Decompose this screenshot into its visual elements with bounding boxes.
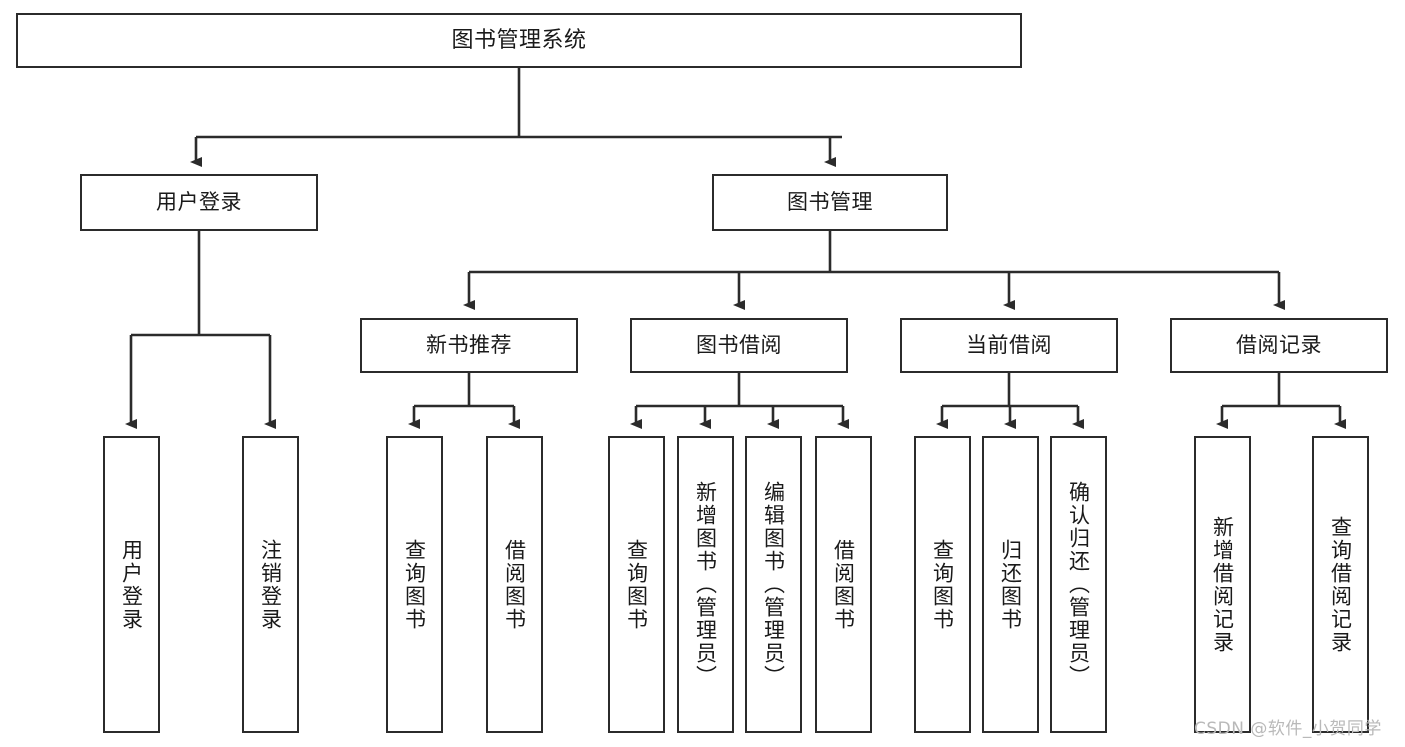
node-label: 查询图书 — [402, 538, 427, 631]
node-label: 确认归还（管理员） — [1066, 481, 1091, 688]
node-user-login[interactable]: 用户登录 — [80, 174, 318, 231]
node-label: 归还图书 — [998, 538, 1023, 631]
node-label: 图书借阅 — [696, 333, 782, 358]
node-label: 查询图书 — [624, 538, 649, 631]
leaf-current-confirm-return-admin[interactable]: 确认归还（管理员） — [1050, 436, 1107, 733]
node-current-borrow[interactable]: 当前借阅 — [900, 318, 1118, 373]
leaf-user-login-login[interactable]: 用户登录 — [103, 436, 160, 733]
leaf-borrow-add-book-admin[interactable]: 新增图书（管理员） — [677, 436, 734, 733]
leaf-recommend-borrow-book[interactable]: 借阅图书 — [486, 436, 543, 733]
node-label: 查询图书 — [930, 538, 955, 631]
leaf-recommend-query-book[interactable]: 查询图书 — [386, 436, 443, 733]
node-label: 编辑图书（管理员） — [761, 481, 786, 688]
node-borrow-record[interactable]: 借阅记录 — [1170, 318, 1388, 373]
node-book-management[interactable]: 图书管理 — [712, 174, 948, 231]
node-label: 借阅记录 — [1236, 333, 1322, 358]
leaf-borrow-borrow-book[interactable]: 借阅图书 — [815, 436, 872, 733]
node-label: 新增借阅记录 — [1210, 515, 1235, 654]
node-label: 用户登录 — [156, 190, 242, 215]
leaf-record-add-record[interactable]: 新增借阅记录 — [1194, 436, 1251, 733]
node-label: 图书管理系统 — [451, 27, 587, 53]
watermark-text: CSDN @软件_小贺同学 — [1194, 719, 1382, 739]
leaf-user-login-logout[interactable]: 注销登录 — [242, 436, 299, 733]
node-label: 图书管理 — [787, 190, 873, 215]
leaf-borrow-query-book[interactable]: 查询图书 — [608, 436, 665, 733]
node-label: 新书推荐 — [426, 333, 512, 358]
node-label: 借阅图书 — [831, 538, 856, 631]
node-root-system[interactable]: 图书管理系统 — [16, 13, 1022, 68]
node-label: 新增图书（管理员） — [693, 481, 718, 688]
node-label: 注销登录 — [258, 538, 283, 631]
node-book-borrow[interactable]: 图书借阅 — [630, 318, 848, 373]
node-label: 当前借阅 — [966, 333, 1052, 358]
leaf-current-query-book[interactable]: 查询图书 — [914, 436, 971, 733]
leaf-current-return-book[interactable]: 归还图书 — [982, 436, 1039, 733]
leaf-borrow-edit-book-admin[interactable]: 编辑图书（管理员） — [745, 436, 802, 733]
node-new-book-recommend[interactable]: 新书推荐 — [360, 318, 578, 373]
node-label: 借阅图书 — [502, 538, 527, 631]
node-label: 查询借阅记录 — [1328, 515, 1353, 654]
leaf-record-query-record[interactable]: 查询借阅记录 — [1312, 436, 1369, 733]
node-label: 用户登录 — [119, 538, 144, 631]
